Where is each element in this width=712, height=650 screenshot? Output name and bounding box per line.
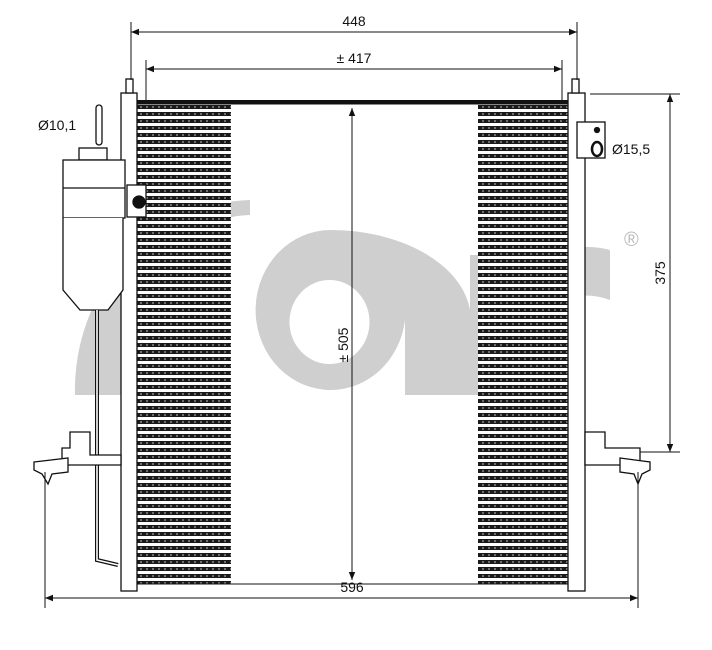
dim-overall-top: 448 [342, 13, 366, 29]
right-mount-bracket [584, 431, 651, 486]
dim-core-width: ± 417 [337, 50, 372, 66]
dim-outlet-diameter: Ø15,5 [612, 141, 650, 157]
dim-overall-bottom: 596 [340, 579, 364, 595]
left-mount-bracket [33, 431, 122, 486]
dim-inlet-diameter: Ø10,1 [38, 117, 76, 133]
registered-mark: ® [624, 229, 639, 251]
dim-mount-height: 375 [652, 261, 668, 285]
right-header-tank [567, 78, 606, 592]
receiver-drier [62, 104, 126, 567]
dim-core-height: ± 505 [335, 327, 351, 362]
dimension-lines [44, 22, 680, 608]
condenser-core [136, 100, 569, 585]
